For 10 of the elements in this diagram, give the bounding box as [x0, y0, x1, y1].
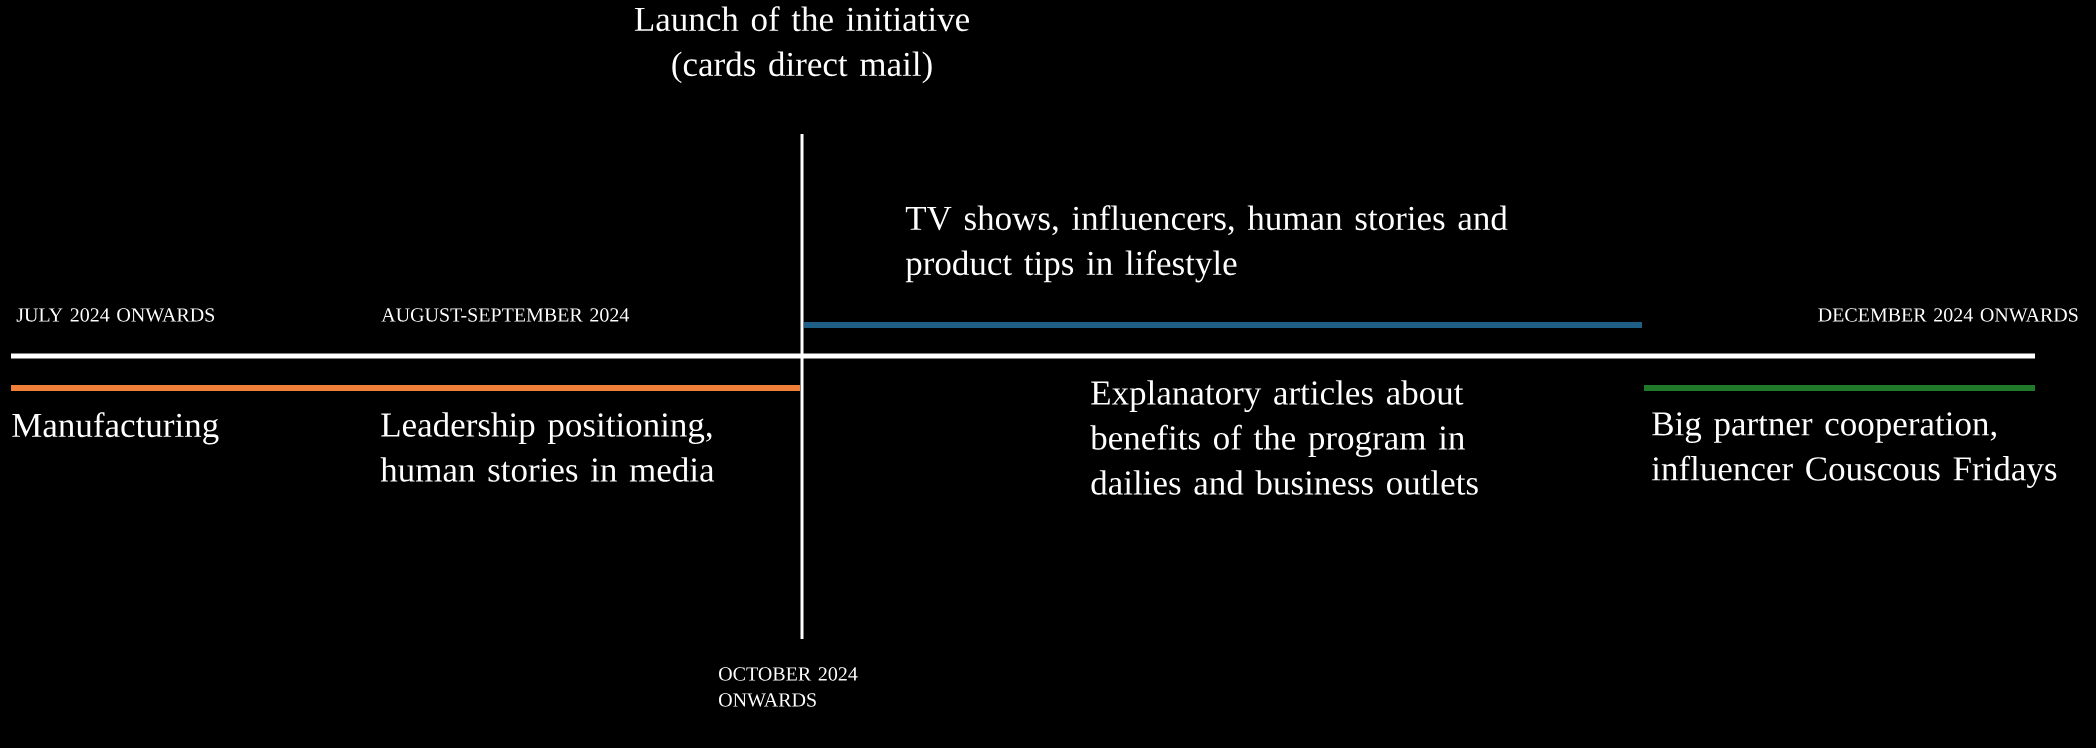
- date-label: DECEMBER 2024 ONWARDS: [1818, 308, 2078, 322]
- date-label: JULY 2024 ONWARDS: [16, 308, 215, 322]
- date-label: OCTOBER 2024 ONWARDS: [719, 667, 858, 707]
- description-text: Manufacturing: [12, 412, 219, 445]
- description-text: Big partner cooperation, influencer Couscous Fridays: [1651, 412, 2057, 488]
- description-text: TV shows, influencers, human stories and product tips in lifestyle: [905, 205, 1508, 283]
- date-label: AUGUST-SEPTEMBER 2024: [381, 308, 630, 322]
- title-text: Launch of the initiative (cards direct mail): [634, 6, 969, 84]
- description-text: Explanatory articles about benefits of the program in dailies and business outlets: [1090, 380, 1478, 495]
- description-text: Leadership positioning, human stories in media: [380, 412, 715, 482]
